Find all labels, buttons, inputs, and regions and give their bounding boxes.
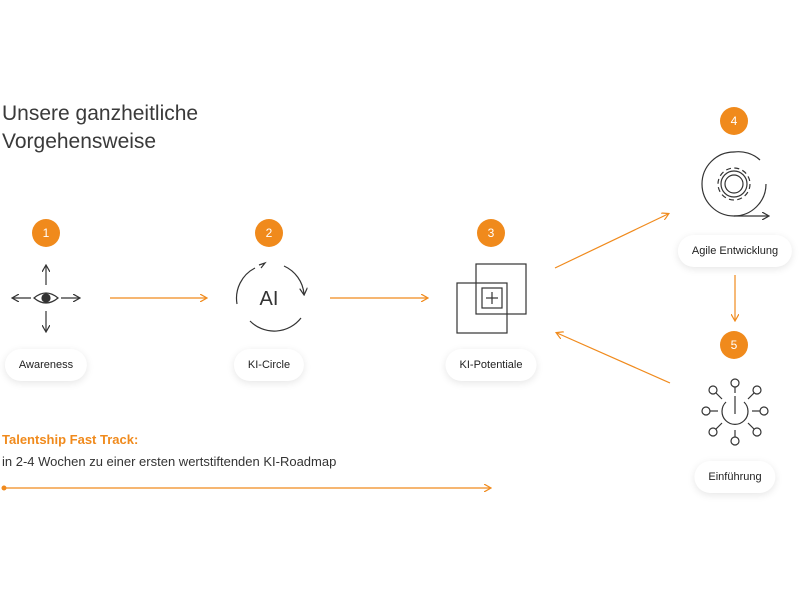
- step-3-badge: 3: [477, 219, 505, 247]
- fast-track-description: in 2-4 Wochen zu einer ersten wertstifte…: [2, 454, 337, 469]
- connector-3-4: [554, 214, 668, 269]
- step-1-label: Awareness: [4, 349, 88, 381]
- step-5-label: Einführung: [694, 461, 776, 493]
- ai-cycle-icon: [235, 261, 304, 332]
- eye-arrows-icon: [13, 266, 79, 331]
- title-line-2: Vorgehensweise: [2, 130, 157, 153]
- ai-icon-text: AI: [260, 288, 279, 310]
- connector-5-3: [557, 333, 671, 384]
- step-1-badge: 1: [32, 219, 60, 247]
- overlapping-squares-plus-icon: [456, 263, 527, 334]
- step-5-badge: 5: [720, 331, 748, 359]
- step-2-label: KI-Circle: [233, 349, 305, 381]
- gear-cycle-icon: [701, 151, 768, 216]
- title-line-1: Unsere ganzheitliche: [2, 102, 199, 125]
- step-2-badge: 2: [255, 219, 283, 247]
- step-3-label: KI-Potentiale: [445, 349, 537, 381]
- fast-track-title: Talentship Fast Track:: [2, 432, 139, 447]
- step-4-label: Agile Entwicklung: [677, 235, 793, 267]
- power-network-icon: [701, 378, 769, 446]
- step-4-badge: 4: [720, 107, 748, 135]
- page-title: Unsere ganzheitliche Vorgehensweise: [2, 100, 198, 156]
